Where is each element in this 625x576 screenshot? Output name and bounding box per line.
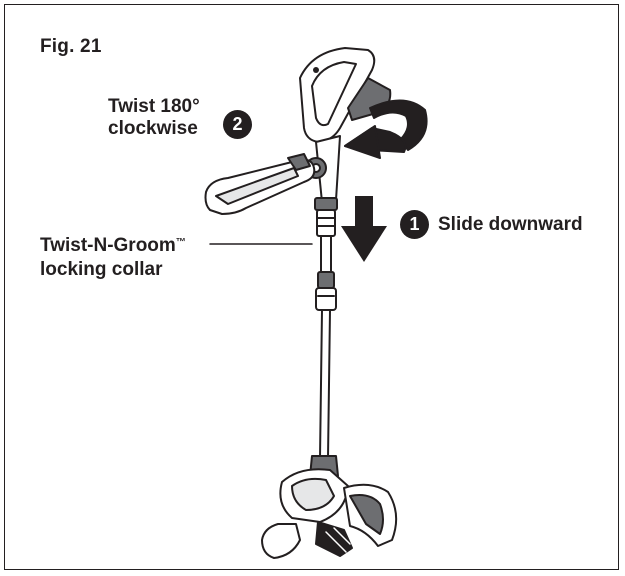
locking-collar	[314, 197, 338, 237]
step-1-label: Slide downward	[438, 214, 583, 235]
step-2-label: Twist 180° clockwise	[108, 96, 200, 140]
slide-down-arrow-icon	[341, 196, 387, 262]
collar-callout-label: Twist-N-Groom™ locking collar	[40, 234, 186, 282]
lower-shaft	[319, 309, 331, 459]
step-2-line-2: clockwise	[108, 118, 198, 139]
collar-callout-line-2: locking collar	[40, 259, 163, 280]
shaft-coupler	[315, 235, 337, 311]
auxiliary-handle	[204, 153, 316, 215]
trimmer-head	[261, 455, 398, 559]
step-2-line-1: Twist 180°	[108, 96, 200, 117]
main-handle	[299, 47, 392, 143]
rotate-arrow-icon	[344, 99, 428, 159]
figure-label: Fig. 21	[40, 36, 102, 57]
collar-callout-line-1: Twist-N-Groom™	[40, 234, 186, 258]
step-2-badge: 2	[223, 110, 252, 139]
collar-callout-name: Twist-N-Groom	[40, 235, 176, 256]
figure-frame	[4, 4, 619, 570]
step-1-badge: 1	[400, 210, 429, 239]
trademark-symbol: ™	[175, 237, 186, 248]
